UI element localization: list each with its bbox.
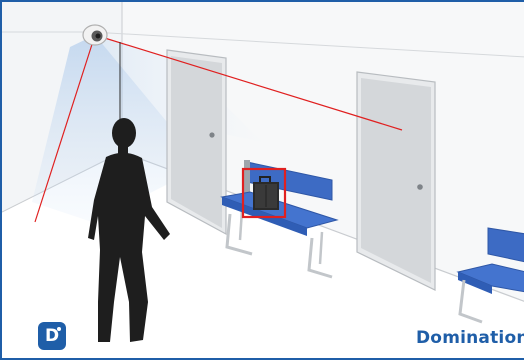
brand-name: Domination [416, 328, 524, 348]
security-camera-icon [83, 25, 107, 45]
door-icon [167, 50, 226, 234]
brand-logo-badge: D [38, 322, 66, 350]
brand-badge-dot [57, 327, 61, 331]
door-icon [357, 72, 435, 290]
